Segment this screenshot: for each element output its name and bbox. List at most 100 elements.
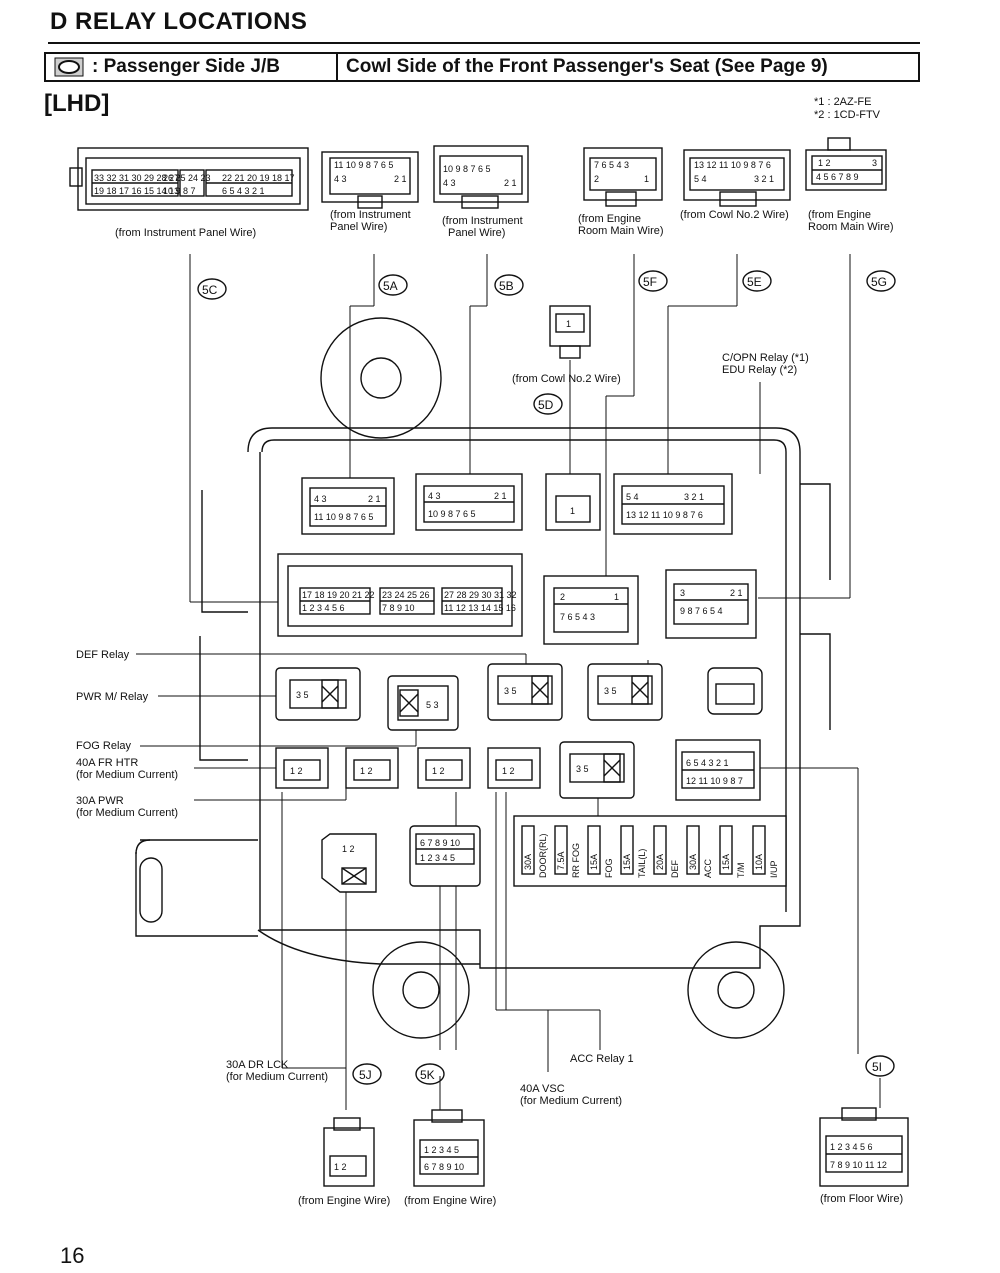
svg-text:7 8 9 10 11 12: 7 8 9 10 11 12	[830, 1160, 887, 1170]
code-5b: 5B	[494, 274, 524, 296]
svg-text:1: 1	[614, 592, 619, 602]
connector-5d-source: (from Cowl No.2 Wire)	[512, 373, 621, 385]
svg-text:4 3: 4 3	[428, 491, 441, 501]
svg-text:2: 2	[594, 174, 599, 184]
svg-text:1 2 3 4 5 6: 1 2 3 4 5 6	[830, 1142, 873, 1152]
svg-text:26 25 24 23: 26 25 24 23	[163, 173, 211, 183]
leader-lines	[136, 254, 881, 1110]
note-2: *2 : 1CD-FTV	[814, 109, 881, 121]
fuse-vsc: 1 2	[487, 747, 541, 789]
svg-text:3 2 1: 3 2 1	[754, 174, 774, 184]
code-5f: 5F	[638, 270, 668, 292]
variant-label: [LHD]	[44, 90, 110, 117]
fuse-name: DEF	[670, 859, 680, 878]
location-banner: : Passenger Side J/B Cowl Side of the Fr…	[44, 52, 920, 82]
connector-5g-source-1: (from Engine	[808, 209, 871, 221]
connector-5b-source-2: Panel Wire)	[448, 227, 505, 239]
svg-text:2 1: 2 1	[494, 491, 507, 501]
code-5a: 5A	[378, 274, 408, 296]
fuse-amp: 30A	[688, 854, 698, 870]
page-title: D RELAY LOCATIONS	[50, 8, 308, 35]
svg-text:5E: 5E	[747, 275, 762, 289]
svg-text:13 12 11 10 9 8 7 6: 13 12 11 10 9 8 7 6	[626, 510, 703, 520]
jb-symbol-icon	[54, 57, 84, 77]
svg-text:22 21 20 19 18 17: 22 21 20 19 18 17	[222, 173, 295, 183]
svg-text:12 11 10 9 8 7: 12 11 10 9 8 7	[686, 776, 743, 786]
jb-name-cell: : Passenger Side J/B	[46, 54, 338, 80]
svg-text:4 3: 4 3	[314, 494, 327, 504]
relay-acc: 3 5	[559, 741, 635, 799]
connector-5f-source-2: Room Main Wire)	[578, 225, 664, 237]
location-text: Cowl Side of the Front Passenger's Seat …	[346, 56, 828, 77]
svg-text:1 2: 1 2	[432, 766, 445, 776]
svg-text:19 18 17 16 15 14 13: 19 18 17 16 15 14 13	[94, 186, 179, 196]
svg-text:3 5: 3 5	[604, 686, 617, 696]
fuse-name: TAIL(L)	[637, 849, 647, 878]
svg-text:4 3: 4 3	[334, 174, 347, 184]
socket-5a: 4 3 2 1 11 10 9 8 7 6 5	[301, 477, 395, 535]
svg-text:5I: 5I	[872, 1060, 882, 1074]
relay-copn-edu	[707, 667, 763, 715]
label-dr-lck-1: 30A DR LCK	[226, 1059, 289, 1071]
svg-text:5B: 5B	[499, 279, 514, 293]
svg-text:1 2: 1 2	[342, 844, 355, 854]
connector-5d-top: 1	[549, 305, 591, 359]
svg-text:2 1: 2 1	[394, 174, 407, 184]
relay-unnamed-1: 3 5	[587, 663, 663, 721]
svg-text:1 2 3 4 5: 1 2 3 4 5	[424, 1145, 459, 1155]
page-number: 16	[60, 1243, 85, 1268]
svg-text:6 5 4 3 2 1: 6 5 4 3 2 1	[222, 186, 265, 196]
svg-text:2 1: 2 1	[730, 588, 743, 598]
connector-5c-source: (from Instrument Panel Wire)	[115, 227, 256, 239]
svg-text:3 5: 3 5	[576, 764, 589, 774]
fuse-amp: 10A	[754, 854, 764, 870]
copn-relay-label-1: C/OPN Relay (*1)	[722, 352, 809, 364]
socket-5k: 6 7 8 9 10 1 2 3 4 5	[409, 825, 481, 887]
connector-5f-top: 7 6 5 4 3 2 1	[583, 147, 663, 207]
copn-relay-label-2: EDU Relay (*2)	[722, 364, 797, 376]
svg-text:5D: 5D	[538, 398, 554, 412]
relay-pwr-m: 3 5	[275, 667, 361, 721]
svg-text:4 5 6 7 8 9: 4 5 6 7 8 9	[816, 172, 859, 182]
label-dr-lck-2: (for Medium Current)	[226, 1071, 328, 1083]
fuse-pwr: 1 2	[345, 747, 399, 789]
fuse-amp: 20A	[655, 854, 665, 870]
connector-5g-source-2: Room Main Wire)	[808, 221, 894, 233]
svg-text:17 18 19 20 21 22: 17 18 19 20 21 22	[302, 590, 375, 600]
svg-text:9 8 7 6 5 4: 9 8 7 6 5 4	[680, 606, 723, 616]
connector-5b-top: 10 9 8 7 6 5 4 3 2 1	[433, 145, 529, 209]
socket-5d: 1	[545, 473, 601, 531]
fuse-name: RR FOG	[571, 843, 581, 878]
connector-5e-top: 13 12 11 10 9 8 7 6 5 4 3 2 1	[683, 149, 791, 207]
fuse-fr-htr: 1 2	[275, 747, 329, 789]
svg-text:3 5: 3 5	[296, 690, 309, 700]
connector-5i-bottom: 1 2 3 4 5 6 7 8 9 10 11 12	[819, 1107, 909, 1187]
fuse-dr-lck: 1 2	[417, 747, 471, 789]
svg-text:5 4: 5 4	[626, 492, 639, 502]
code-5k: 5K	[415, 1063, 445, 1085]
fuse-amp: 15A	[721, 854, 731, 870]
svg-text:11 10 9 8 7 6 5: 11 10 9 8 7 6 5	[314, 512, 373, 522]
socket-5g: 3 2 1 9 8 7 6 5 4	[665, 569, 757, 639]
svg-text:1 2: 1 2	[360, 766, 373, 776]
label-def-relay: DEF Relay	[76, 649, 130, 661]
connector-5e-source: (from Cowl No.2 Wire)	[680, 209, 789, 221]
title-rule	[48, 42, 920, 44]
engine-notes: *1 : 2AZ-FE *2 : 1CD-FTV	[814, 96, 880, 122]
socket-5c: 17 18 19 20 21 22 1 2 3 4 5 6 23 24 25 2…	[277, 553, 523, 637]
svg-text:1 2 3 4 5 6: 1 2 3 4 5 6	[302, 603, 345, 613]
svg-text:11 12 13 14 15 16: 11 12 13 14 15 16	[444, 603, 516, 613]
svg-text:5 4: 5 4	[694, 174, 707, 184]
svg-text:5A: 5A	[383, 279, 398, 293]
connector-5a-top: 11 10 9 8 7 6 5 4 3 2 1	[321, 151, 419, 209]
svg-text:10 9 8 7: 10 9 8 7	[163, 186, 196, 196]
svg-text:4 3: 4 3	[443, 178, 456, 188]
